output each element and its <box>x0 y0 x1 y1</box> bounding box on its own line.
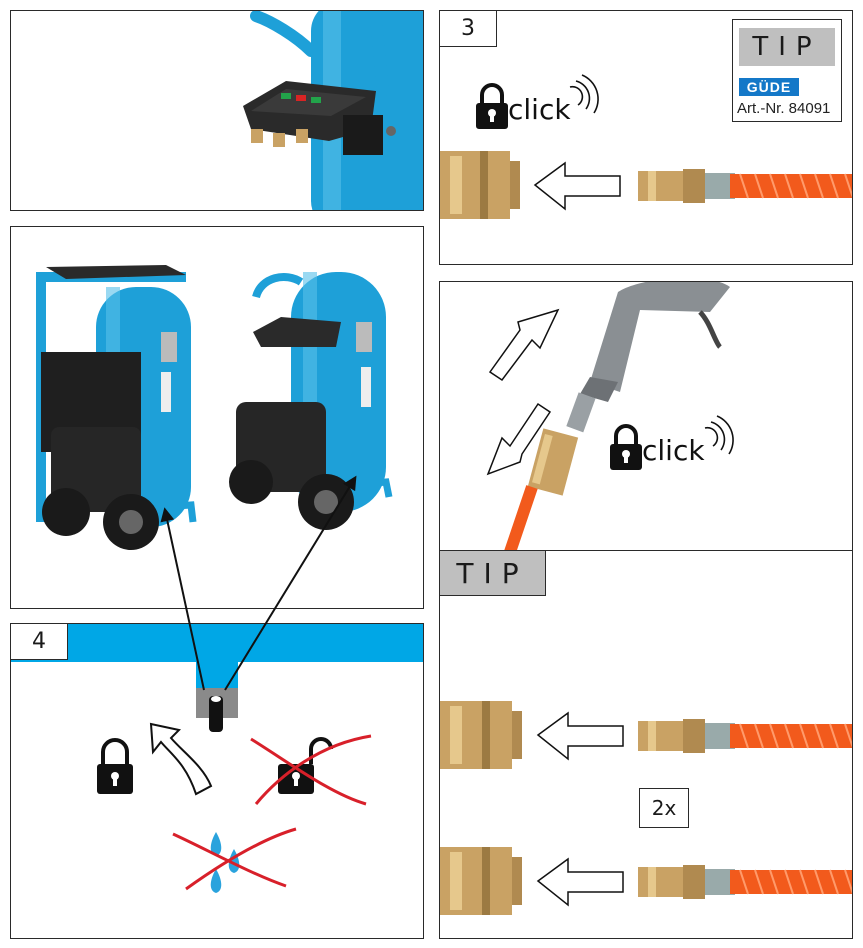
panel-step-3: 3 TIP GÜDE Art.-Nr. 84091 click <box>439 10 853 265</box>
tip-logo-header: TIP <box>739 28 835 66</box>
cross-icon <box>250 734 372 806</box>
lock-icon <box>476 83 508 129</box>
panel-step-4: 4 <box>10 623 424 939</box>
tip-logo-box: TIP GÜDE Art.-Nr. 84091 <box>732 19 842 122</box>
lock-icon <box>610 424 642 470</box>
panel-air-gun: click <box>439 281 853 551</box>
tip-header: TIP <box>440 551 546 596</box>
article-number: Art.-Nr. 84091 <box>737 100 831 117</box>
sound-waves-icon <box>569 74 599 114</box>
compressors-illustration <box>36 265 393 550</box>
click-label: click <box>508 93 571 126</box>
lock-icon <box>278 737 333 794</box>
step-badge-4: 4 <box>11 624 68 660</box>
arrow-left-icon <box>536 711 624 761</box>
double-arrow-icon <box>486 308 560 476</box>
panel-closeup-control <box>10 10 424 211</box>
cross-icon <box>172 827 297 891</box>
tip-illustration <box>440 701 852 915</box>
click-symbol <box>476 74 599 129</box>
air-gun-illustration <box>486 282 734 550</box>
arrow-left-icon <box>536 857 624 907</box>
coupling-illustration <box>440 151 852 219</box>
lock-icon <box>97 738 133 794</box>
panel-tip: TIP 2x <box>439 550 853 939</box>
brand-logo: GÜDE <box>739 78 799 96</box>
panel-compressors <box>10 226 424 609</box>
count-box: 2x <box>639 788 689 828</box>
arrow-left-icon <box>533 161 621 211</box>
sound-waves-icon <box>704 415 734 455</box>
drain-symbols <box>97 722 372 893</box>
step-badge-3: 3 <box>440 11 497 47</box>
curved-arrow-icon <box>149 722 213 796</box>
closeup-illustration <box>243 11 423 210</box>
click-label-2: click <box>642 434 705 467</box>
